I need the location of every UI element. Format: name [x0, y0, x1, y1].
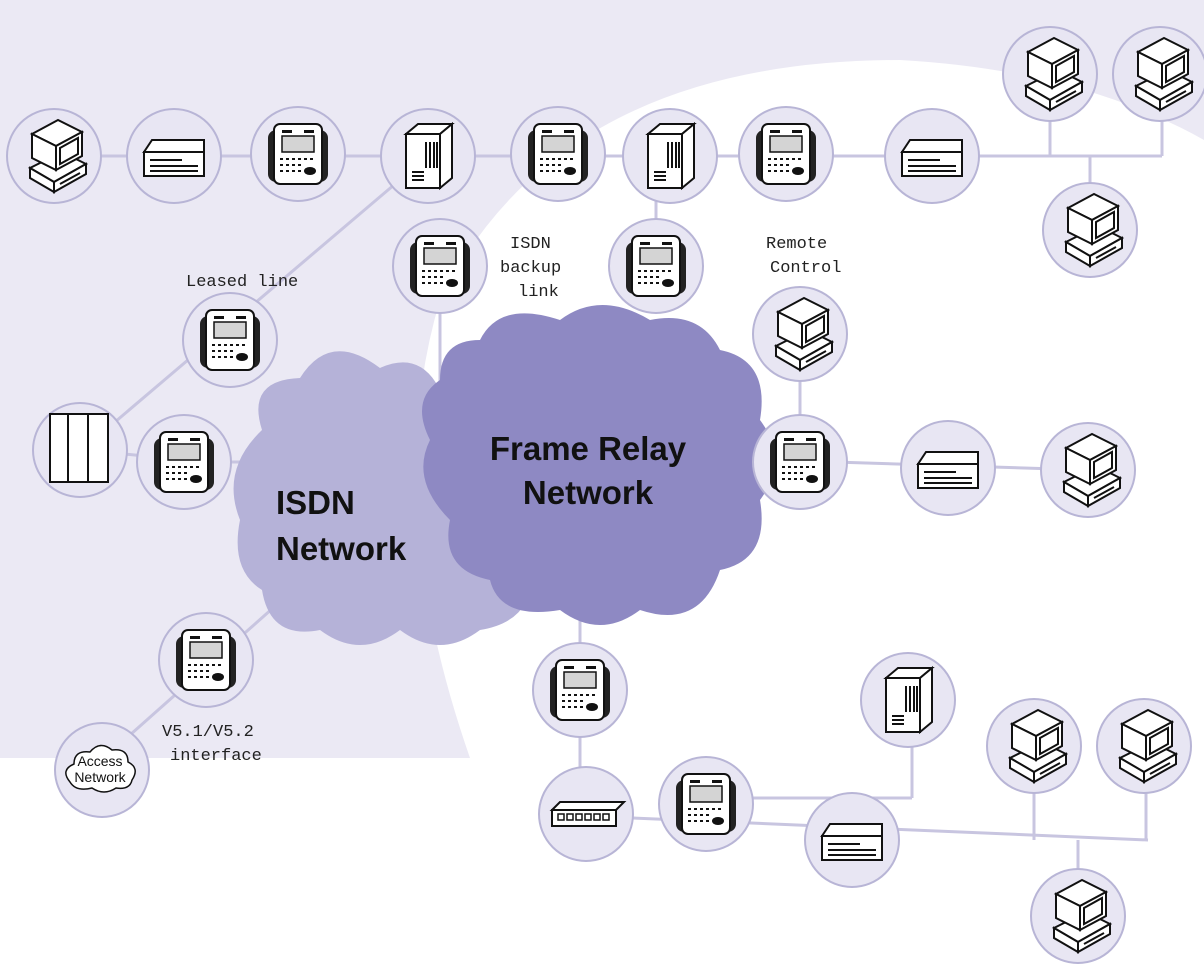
node-tester-8 — [752, 414, 848, 510]
modem-icon — [917, 451, 979, 489]
node-modem-2 — [884, 108, 980, 204]
node-pc-5 — [752, 286, 848, 382]
node-tester-2 — [510, 106, 606, 202]
isdn-cloud-label-2: Network — [276, 530, 407, 567]
node-tester-7 — [136, 414, 232, 510]
remote-control-label-2: Control — [770, 259, 841, 278]
leased-line-label: Leased line — [186, 273, 298, 292]
cloud-icon — [65, 744, 136, 793]
network-tester-icon — [267, 123, 329, 185]
network-tester-icon — [199, 309, 261, 371]
server-tower-icon — [405, 123, 453, 189]
access-label-1: Access — [77, 753, 122, 769]
server-tower-icon — [647, 123, 695, 189]
remote-control-label-1: Remote — [766, 235, 827, 254]
network-tester-icon — [153, 431, 215, 493]
modem-icon — [143, 139, 205, 177]
cabinet-icon — [49, 413, 109, 483]
server-tower-icon — [885, 667, 933, 733]
node-tester-1 — [250, 106, 346, 202]
node-tester-11 — [658, 756, 754, 852]
node-server-2 — [622, 108, 718, 204]
v5-interface-label-1: V5.1/V5.2 — [162, 723, 254, 742]
frame-relay-network-cloud — [422, 305, 775, 625]
node-tester-6 — [182, 292, 278, 388]
node-pc-8 — [1096, 698, 1192, 794]
node-tester-3 — [738, 106, 834, 202]
node-hub — [538, 766, 634, 862]
modem-icon — [901, 139, 963, 177]
node-pc-6 — [1040, 422, 1136, 518]
frame-relay-label-1: Frame Relay — [490, 430, 687, 467]
node-pc-9 — [1030, 868, 1126, 964]
node-tester-5 — [608, 218, 704, 314]
node-pc-4 — [1042, 182, 1138, 278]
hub-icon — [551, 801, 625, 827]
network-tester-icon — [769, 431, 831, 493]
isdn-backup-label-1: ISDN — [510, 235, 551, 254]
frame-relay-label-2: Network — [523, 474, 654, 511]
node-server-3 — [860, 652, 956, 748]
node-tester-4 — [392, 218, 488, 314]
network-tester-icon — [675, 773, 737, 835]
node-modem-4 — [804, 792, 900, 888]
node-modem-1 — [126, 108, 222, 204]
network-tester-icon — [409, 235, 471, 297]
node-access-network: Access Network — [54, 722, 150, 818]
network-tester-icon — [549, 659, 611, 721]
node-modem-3 — [900, 420, 996, 516]
node-pc-3 — [1112, 26, 1204, 122]
v5-interface-label-2: interface — [170, 747, 262, 766]
node-pc-7 — [986, 698, 1082, 794]
node-pc-1 — [6, 108, 102, 204]
modem-icon — [821, 823, 883, 861]
node-server-1 — [380, 108, 476, 204]
isdn-backup-label-2: backup — [500, 259, 561, 278]
node-tester-10 — [532, 642, 628, 738]
isdn-backup-label-3: link — [518, 283, 559, 302]
node-tester-9 — [158, 612, 254, 708]
node-cabinet — [32, 402, 128, 498]
node-pc-2 — [1002, 26, 1098, 122]
network-tester-icon — [755, 123, 817, 185]
network-tester-icon — [625, 235, 687, 297]
network-tester-icon — [175, 629, 237, 691]
network-tester-icon — [527, 123, 589, 185]
access-label-2: Network — [74, 769, 126, 785]
isdn-cloud-label-1: ISDN — [276, 484, 355, 521]
